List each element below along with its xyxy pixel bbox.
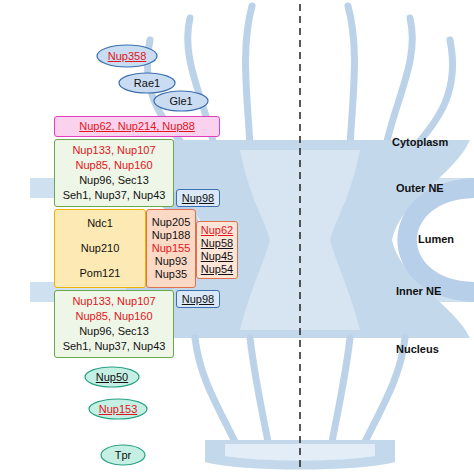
protein-name: Tpr bbox=[115, 449, 132, 462]
region-label: Inner NE bbox=[396, 285, 441, 297]
protein-name: Nup62, Nup214, Nup88 bbox=[79, 120, 195, 133]
symmetry-axis bbox=[299, 4, 301, 472]
filament bbox=[348, 6, 354, 148]
protein-name: Nup133, Nup107 bbox=[72, 144, 155, 157]
central-channel-box: Nup62Nup58Nup45Nup54 bbox=[196, 221, 238, 279]
y-complex-box: Nup133, Nup107Nup85, Nup160Nup96, Sec13S… bbox=[54, 139, 174, 207]
protein-name: Nup58 bbox=[201, 237, 233, 250]
nup-ellipse: Nup358 bbox=[96, 44, 158, 68]
protein-name: Nup45 bbox=[201, 250, 233, 263]
filament bbox=[410, 40, 453, 152]
protein-name: Nup210 bbox=[81, 242, 120, 255]
protein-name: Pom121 bbox=[80, 267, 121, 280]
fg-nup-box: Nup62, Nup214, Nup88 bbox=[54, 116, 220, 137]
protein-name: Nup50 bbox=[96, 371, 128, 384]
inner-ring-box: Nup205Nup188Nup155Nup93Nup35 bbox=[146, 209, 196, 288]
protein-name: Nup96, Sec13 bbox=[79, 174, 149, 187]
region-label: Nucleus bbox=[396, 343, 439, 355]
filament bbox=[385, 18, 412, 150]
basket-filament bbox=[332, 338, 350, 442]
ellipse-shape bbox=[154, 91, 208, 111]
protein-name: Nup98 bbox=[182, 293, 214, 306]
nup-ellipse: Rae1 bbox=[118, 72, 176, 94]
region-label: Lumen bbox=[418, 233, 454, 245]
protein-name: Nup35 bbox=[155, 268, 187, 281]
protein-name: Nup62 bbox=[201, 224, 233, 237]
protein-name: Nup54 bbox=[201, 263, 233, 276]
y-complex-box: Nup133, Nup107Nup85, Nup160Nup96, Sec13S… bbox=[54, 290, 174, 358]
protein-name: Nup153 bbox=[99, 403, 138, 416]
protein-name: Nup96, Sec13 bbox=[79, 325, 149, 338]
ellipse-shape bbox=[97, 45, 157, 67]
ellipse-shape bbox=[119, 73, 175, 93]
protein-name: Nup358 bbox=[108, 50, 147, 63]
region-label: Outer NE bbox=[396, 182, 444, 194]
protein-name: Nup205 bbox=[152, 216, 191, 229]
transmembrane-box: Ndc1Nup210Pom121 bbox=[54, 209, 146, 288]
protein-name: Nup93 bbox=[155, 255, 187, 268]
protein-name: Gle1 bbox=[169, 95, 192, 108]
nup98-box: Nup98 bbox=[176, 189, 220, 207]
filament bbox=[246, 6, 252, 148]
region-label: Cytoplasm bbox=[392, 136, 448, 148]
nup-ellipse: Nup153 bbox=[88, 398, 148, 420]
ellipse-shape bbox=[101, 445, 145, 465]
nup-ellipse: Gle1 bbox=[153, 90, 209, 112]
basket-filament bbox=[250, 338, 268, 442]
protein-name: Nup188 bbox=[152, 229, 191, 242]
protein-name: Nup98 bbox=[182, 192, 214, 205]
protein-name: Nup85, Nup160 bbox=[75, 159, 152, 172]
basket-filament bbox=[195, 338, 235, 442]
nup-ellipse: Tpr bbox=[100, 444, 146, 466]
protein-name: Rae1 bbox=[134, 77, 160, 90]
nup-ellipse: Nup50 bbox=[84, 366, 140, 388]
ellipse-shape bbox=[89, 399, 147, 419]
nup98-box: Nup98 bbox=[176, 290, 220, 308]
protein-name: Seh1, Nup37, Nup43 bbox=[63, 189, 166, 202]
protein-name: Nup133, Nup107 bbox=[72, 295, 155, 308]
ellipse-shape bbox=[85, 367, 139, 387]
protein-name: Nup155 bbox=[152, 242, 191, 255]
protein-name: Ndc1 bbox=[87, 217, 113, 230]
protein-name: Seh1, Nup37, Nup43 bbox=[63, 340, 166, 353]
lumen-crescent bbox=[398, 178, 474, 302]
protein-name: Nup85, Nup160 bbox=[75, 310, 152, 323]
